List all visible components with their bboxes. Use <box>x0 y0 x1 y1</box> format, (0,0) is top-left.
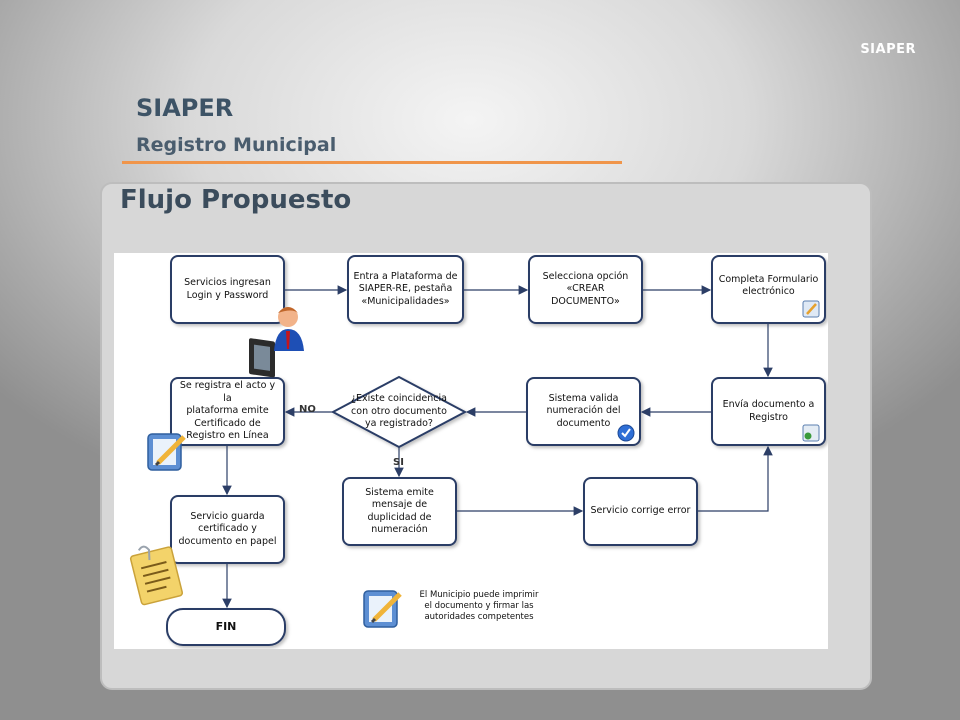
slide-title: SIAPER <box>136 94 234 122</box>
edge-label-si: SI <box>393 457 404 468</box>
pencil-note-icon <box>363 590 402 628</box>
node-corrige: Servicio corrige error <box>590 505 691 517</box>
send-icon <box>802 424 820 442</box>
node-valida: Sistema valida numeración del documento <box>546 392 621 429</box>
node-duplicidad: Sistema emite mensaje de duplicidad de n… <box>365 486 434 536</box>
node-fin-box <box>166 608 286 646</box>
title-underline <box>122 161 622 164</box>
node-plataforma: Entra a Plataforma de SIAPER-RE, pestaña… <box>353 270 458 307</box>
node-envia: Envía documento a Registro <box>722 399 815 423</box>
node-fin: FIN <box>215 619 237 633</box>
edge-corrige-envia <box>697 445 773 512</box>
node-login: Servicios ingresan Login y Password <box>184 277 271 301</box>
pencil-form-icon <box>147 433 186 471</box>
flow-diagram: Servicios ingresan Login y Password Entr… <box>114 253 828 649</box>
node-formulario: Completa Formulario electrónico <box>718 273 819 298</box>
check-icon <box>617 424 635 442</box>
header-tag: SIAPER <box>860 42 916 57</box>
node-crear: Selecciona opción «CREAR DOCUMENTO» <box>542 270 629 307</box>
slide-subtitle: Registro Municipal <box>136 134 337 156</box>
edge-label-no: NO <box>299 404 316 415</box>
footnote-text: El Municipio puede imprimir el documento… <box>419 590 539 622</box>
node-registra: Se registra el acto y la plataforma emit… <box>179 380 276 442</box>
flow-canvas <box>129 255 826 646</box>
panel-title: Flujo Propuesto <box>120 185 352 215</box>
node-coincidencia: ¿Existe coincidencia con otro documento … <box>351 393 447 430</box>
user-computer-icon <box>249 307 304 378</box>
form-edit-icon <box>802 300 820 318</box>
clipboard-icon <box>129 545 184 606</box>
node-guarda: Servicio guarda certificado y documento … <box>178 510 277 547</box>
